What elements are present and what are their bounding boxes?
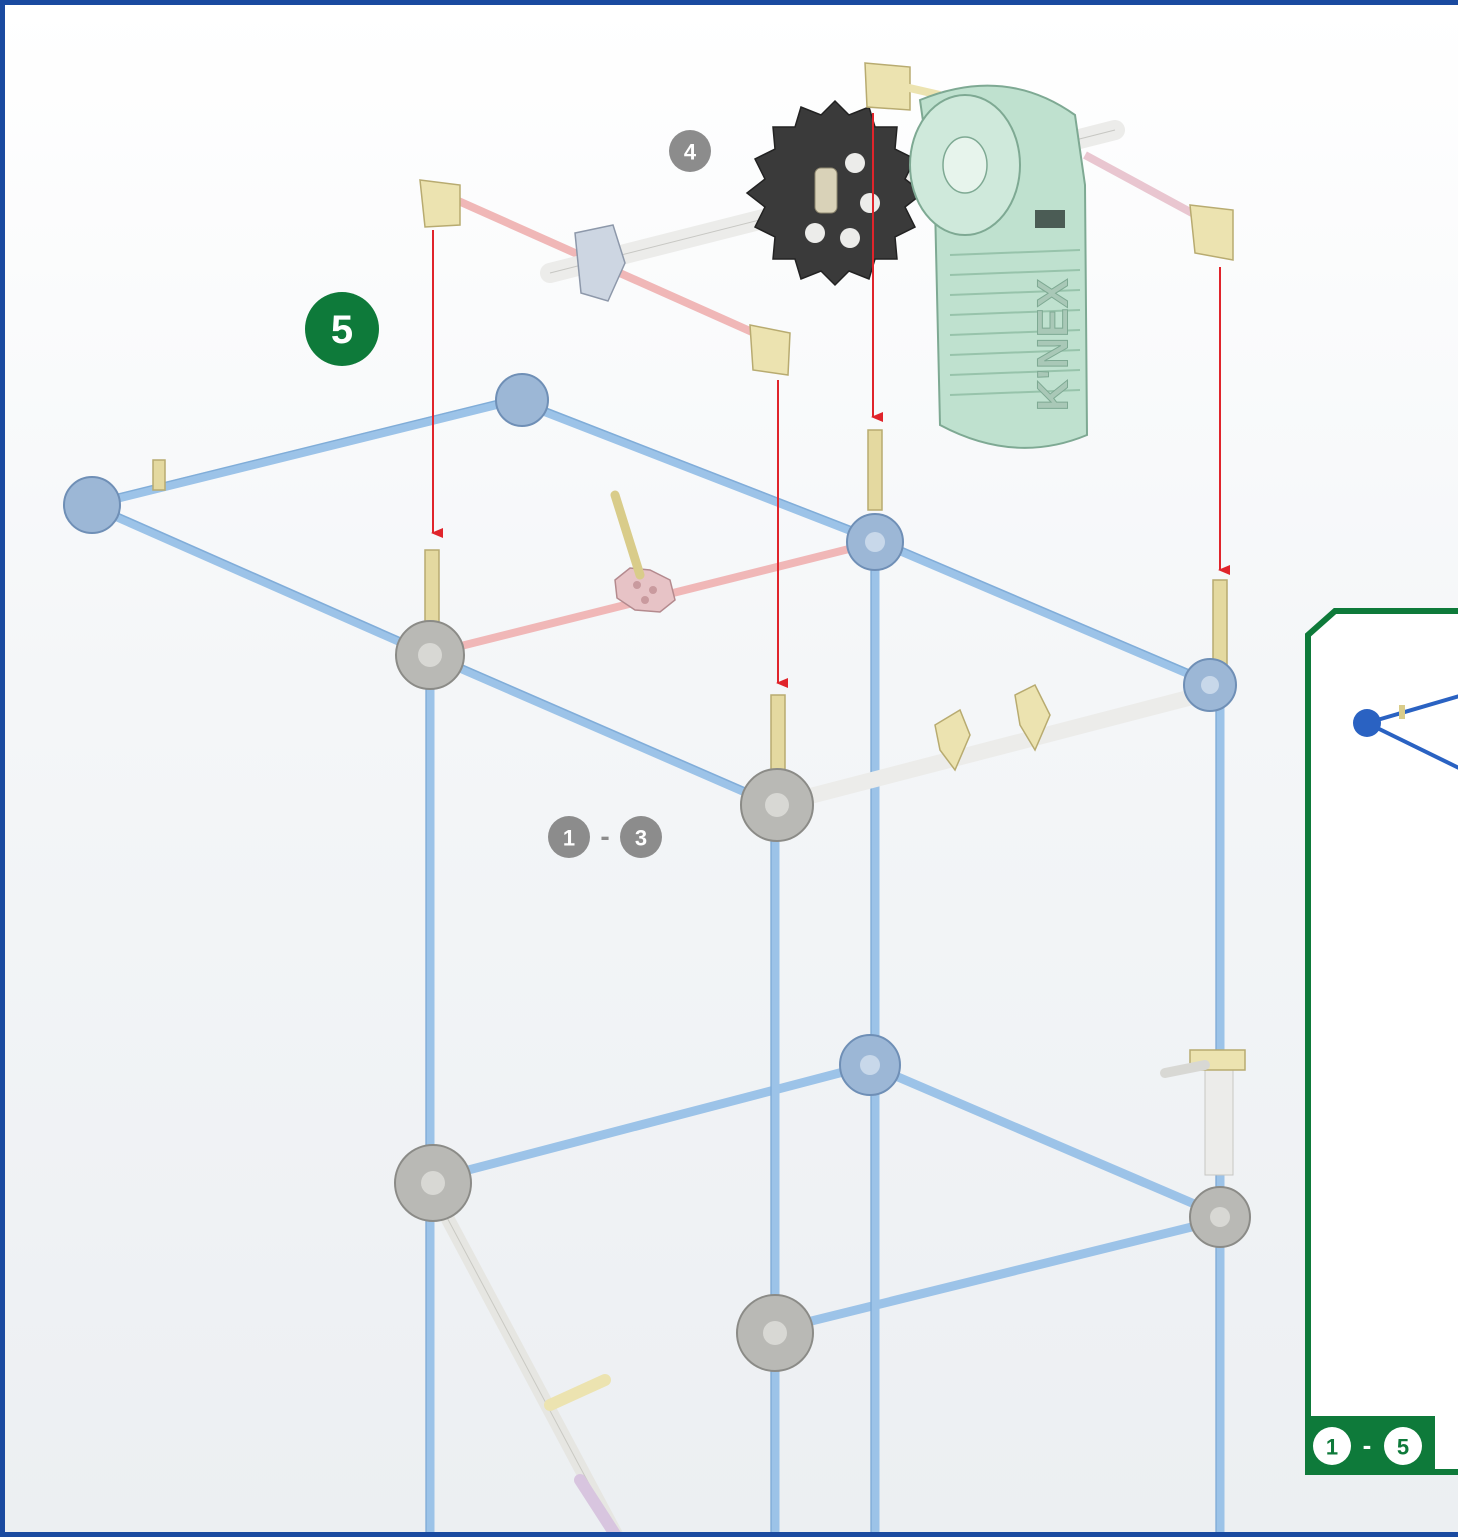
connector-hub	[394, 1144, 472, 1222]
assembly-illustration: K'NEX 5 4 1 - 3	[63, 62, 1458, 1532]
inset-panel: 1 - 5	[1305, 608, 1458, 1475]
gear	[745, 99, 925, 287]
step-number-badge: 5	[305, 292, 379, 366]
diagonal-white-rod	[428, 1188, 623, 1532]
white-rod-clips	[787, 683, 1208, 808]
motor: K'NEX	[909, 84, 1089, 449]
ref-top-label: 4	[684, 140, 697, 165]
inset-range-sep: -	[1363, 1430, 1372, 1460]
ref-middle-from: 1	[563, 826, 575, 851]
subassembly-ref-middle: 1 - 3	[548, 816, 662, 858]
tan-posts	[152, 429, 1228, 776]
connector-hub	[846, 513, 904, 571]
ref-middle-to: 3	[635, 826, 647, 851]
motor-clips	[864, 62, 1234, 261]
placement-arrows	[431, 113, 1230, 688]
blue-rods	[85, 395, 1225, 1532]
connector-hub	[736, 1294, 814, 1372]
connector-hub	[740, 768, 814, 842]
connector-hub	[395, 620, 465, 690]
right-tan-connector	[1160, 1049, 1246, 1176]
motor-brand: K'NEX	[1029, 279, 1078, 412]
connector-hub	[1189, 1186, 1251, 1248]
inset-range-from: 1	[1326, 1435, 1338, 1460]
step-number: 5	[331, 308, 353, 352]
subassembly-ref-top: 4	[669, 130, 711, 172]
axle-connector	[574, 224, 626, 302]
tan-rod	[610, 490, 645, 580]
connector-hub	[839, 1034, 901, 1096]
inset-range-to: 5	[1397, 1435, 1409, 1460]
connector-hub	[495, 373, 549, 427]
connector-hub	[63, 476, 121, 534]
ref-middle-sep: -	[600, 821, 609, 852]
connector-hub	[1183, 658, 1237, 712]
